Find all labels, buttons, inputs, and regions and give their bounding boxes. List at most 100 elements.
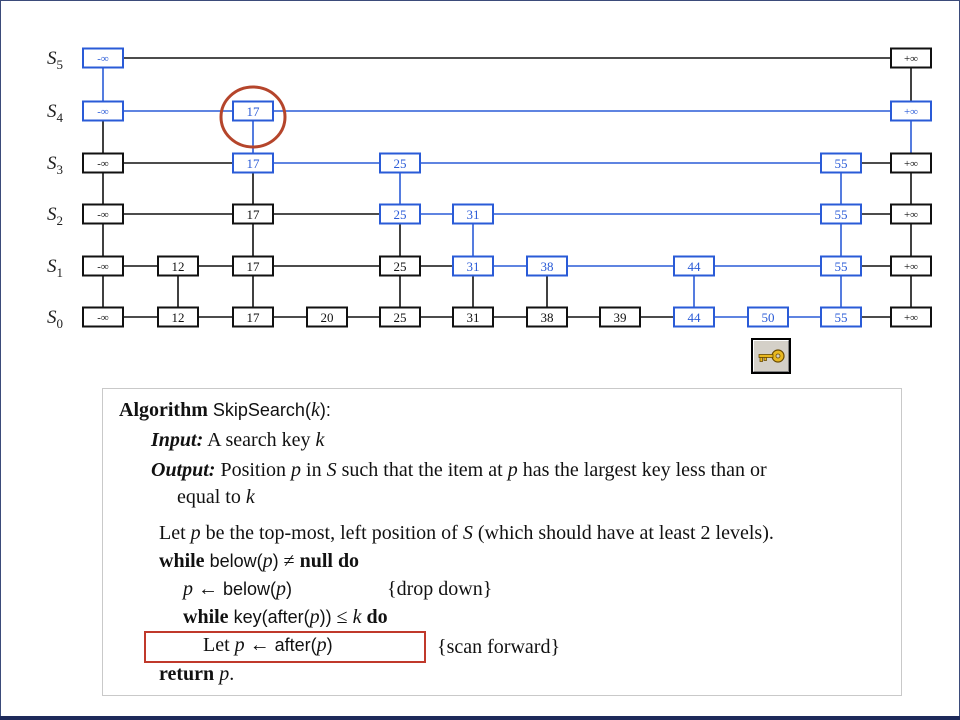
s2-p2: p [316,634,327,656]
keyword-do-2: do [366,606,388,628]
node-box [673,306,715,328]
node-key: 25 [394,156,407,171]
slide-bottom-bar [0,716,960,720]
function-name: SkipSearch( [212,400,311,420]
key-button[interactable] [751,338,791,374]
skip-node: +∞ [890,152,932,174]
skip-node: 55 [820,152,862,174]
node-key: +∞ [904,158,918,170]
node-key: 39 [614,310,627,325]
node-box [890,203,932,225]
while-below-line: while below(p) ≠ null do [159,550,359,573]
skip-node: 44 [673,306,715,328]
s1-fn-below: below( [223,579,277,599]
let-text-a: Let [159,522,191,544]
skip-node: 25 [379,152,421,174]
node-key: 55 [835,259,848,274]
node-key: 38 [541,310,554,325]
node-key: 17 [247,104,261,119]
let-line: Let p be the top-most, left position of … [159,522,774,545]
node-key: 38 [541,259,554,274]
skip-node: +∞ [890,255,932,277]
comment-drop-down: {drop down} [387,578,493,600]
skip-node: +∞ [890,47,932,69]
skip-node: 17 [232,152,274,174]
output2-text: equal to [177,486,246,508]
let-text-c: (which should have at least 2 levels). [472,522,774,544]
skip-node: 38 [526,255,568,277]
node-key: 55 [835,207,848,222]
node-box [232,203,274,225]
node-box [890,255,932,277]
header-close: ): [319,400,331,420]
scan-forward-line: Let p ← after(p) [203,634,333,657]
node-box [526,306,568,328]
node-key: -∞ [97,261,109,273]
node-box [157,306,199,328]
node-box [232,255,274,277]
scan-forward-comment: {scan forward} [437,636,560,659]
w2-p: p [309,606,320,628]
output-p2: p [507,459,518,481]
node-box [306,306,348,328]
return-period: . [229,663,235,685]
scan-forward-highlight [144,631,426,663]
node-box [157,255,199,277]
level-label: S1 [47,256,63,280]
s1-close: ) [286,579,293,599]
w1-not-equal: ≠ [278,550,300,572]
node-box [82,306,124,328]
output-text-c: such that the item at [336,459,508,481]
output-text-d: has the largest key less than or [517,459,767,481]
node-key: -∞ [97,106,109,118]
node-key: 31 [467,207,480,222]
node-key: 17 [247,259,261,274]
node-key: +∞ [904,312,918,324]
algorithm-panel: Algorithm SkipSearch(k): Input: A search… [102,388,902,696]
node-key: +∞ [904,209,918,221]
node-key: 17 [247,310,261,325]
output-line-2: equal to k [177,486,255,509]
node-key: +∞ [904,106,918,118]
skip-node: 31 [452,203,494,225]
node-key: 55 [835,310,848,325]
s1-p: p [183,578,193,600]
skip-node: 55 [820,255,862,277]
keyword-algorithm: Algorithm [119,399,208,421]
while-key-line: while key(after(p)) ≤ k do [183,606,388,629]
skip-node: 31 [452,255,494,277]
node-box [82,100,124,122]
skip-node: 17 [232,255,274,277]
output-line: Output: Position p in S such that the it… [151,459,767,482]
node-box [820,203,862,225]
skip-node: 31 [452,306,494,328]
s2-arrow: ← [244,634,275,656]
skip-node: 55 [820,203,862,225]
node-box [820,255,862,277]
skip-node: 44 [673,255,715,277]
level-label: S3 [47,153,63,177]
node-key: 12 [172,259,185,274]
node-box [82,47,124,69]
key-button-face [753,340,789,372]
input-text: A search key [207,429,316,451]
s2-p: p [234,634,245,656]
node-key: 55 [835,156,848,171]
algorithm-header: Algorithm SkipSearch(k): [119,399,331,422]
node-box [232,100,274,122]
keyword-while-2: while [183,606,229,628]
return-line: return p. [159,663,234,686]
input-label: Input: [151,429,204,451]
comment-scan-forward: {scan forward} [437,636,561,658]
node-box [232,306,274,328]
node-key: 25 [394,310,407,325]
node-key: 17 [247,156,261,171]
node-box [452,255,494,277]
s2-let: Let [203,634,235,656]
node-box [379,152,421,174]
node-box [82,255,124,277]
node-box [599,306,641,328]
node-box [452,306,494,328]
node-box [526,255,568,277]
node-key: 25 [394,207,407,222]
